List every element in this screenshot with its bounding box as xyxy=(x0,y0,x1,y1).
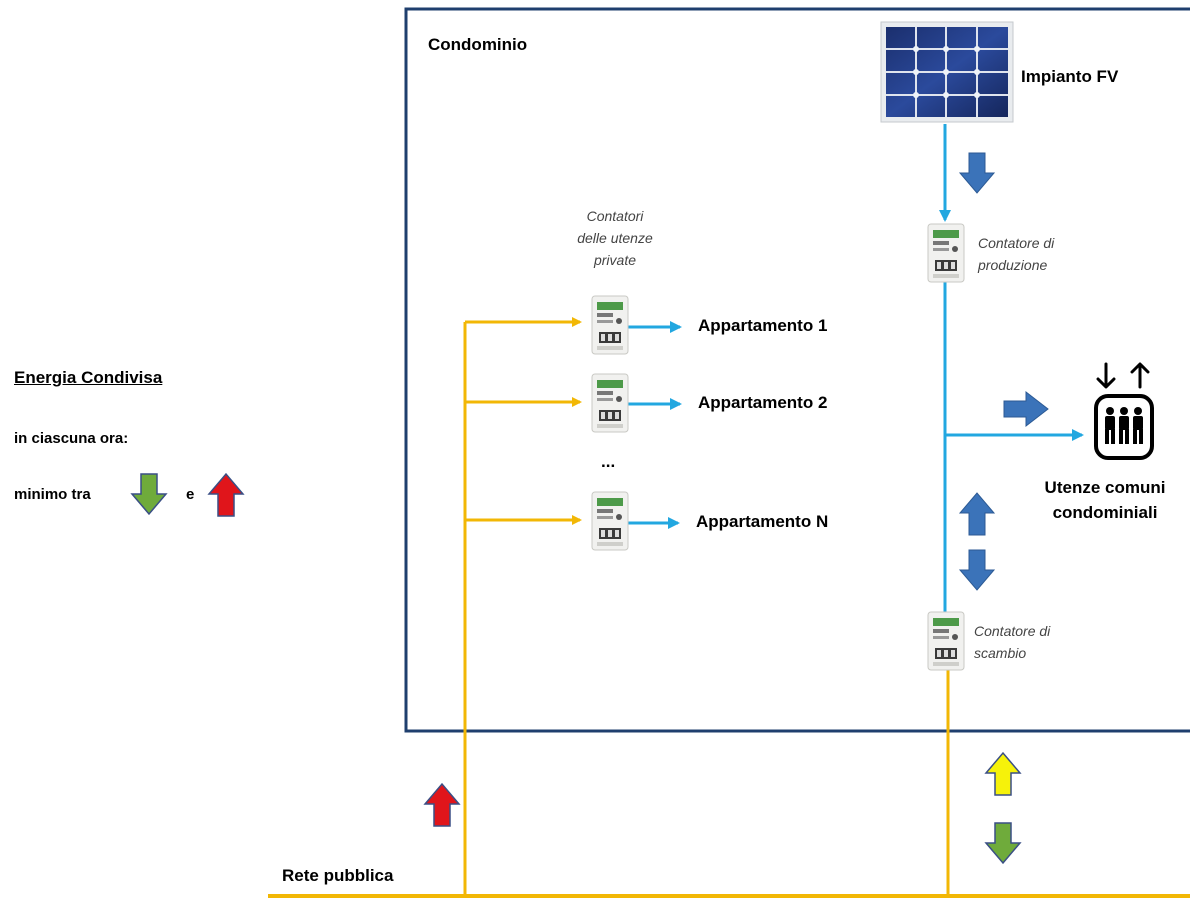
legend-line-2-join: e xyxy=(186,486,195,503)
building-title: Condominio xyxy=(428,35,528,54)
private-meter-n-icon xyxy=(591,491,629,551)
apartments-ellipsis: ... xyxy=(601,452,616,471)
pv-plant-label: Impianto FV xyxy=(1021,67,1119,86)
public-grid-label: Rete pubblica xyxy=(282,866,394,885)
building-border xyxy=(404,7,1190,733)
common-users-label-line2: condominiali xyxy=(1052,503,1158,522)
block-arrow-down-icon xyxy=(958,152,996,194)
block-arrow-down-icon xyxy=(958,549,996,591)
block-arrow-up-yellow-icon xyxy=(984,751,1022,796)
block-arrow-up-icon xyxy=(958,492,996,536)
legend-title: Energia Condivisa xyxy=(14,368,163,387)
apartment-2-label: Appartamento 2 xyxy=(698,393,828,412)
exchange-meter-icon xyxy=(927,611,965,671)
legend-red-up-arrow-icon xyxy=(207,472,245,517)
block-arrow-up-red-icon xyxy=(423,782,461,827)
block-arrow-down-green-icon xyxy=(984,822,1022,865)
production-meter-icon xyxy=(927,223,965,283)
private-meters-label: Contatori delle utenze private xyxy=(577,208,653,268)
exchange-meter-label: Contatore di scambio xyxy=(974,623,1051,661)
legend-line-1: in ciascuna ora: xyxy=(14,430,129,447)
common-users-label-line1: Utenze comuni xyxy=(1044,478,1166,497)
apartment-1-label: Appartamento 1 xyxy=(698,316,828,335)
solar-panel-icon xyxy=(880,21,1014,123)
block-arrow-right-icon xyxy=(1003,390,1049,428)
legend-green-down-arrow-icon xyxy=(130,473,168,516)
people-group-icon xyxy=(1094,362,1154,460)
private-meter-1-icon xyxy=(591,295,629,355)
production-meter-label: Contatore di produzione xyxy=(978,235,1055,273)
apartment-n-label: Appartamento N xyxy=(696,512,829,531)
legend-line-2-prefix: minimo tra xyxy=(14,486,91,503)
private-meter-2-icon xyxy=(591,373,629,433)
